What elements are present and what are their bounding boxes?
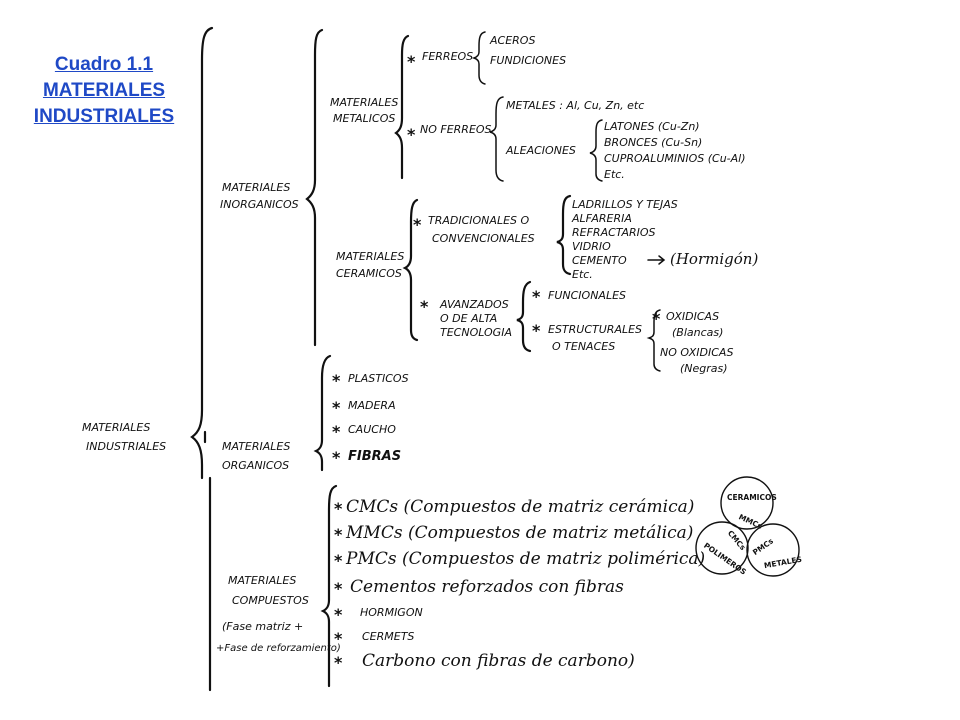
plasticos-label: PLASTICOS [348,372,409,385]
estructurales-brace [646,309,661,372]
latones-label: LATONES (Cu-Zn) [604,120,700,133]
bronces-label: BRONCES (Cu-Sn) [604,136,702,149]
asterisk: * [334,629,343,648]
asterisk: * [332,448,341,467]
asterisk: * [532,321,541,340]
caucho-label: CAUCHO [348,423,396,436]
oxidicas-label-1: OXIDICAS [666,310,719,323]
organicos-brace [313,354,332,472]
compuestos-label-4: +Fase de reforzamiento) [216,643,341,654]
cementos-reforzados-label: Cementos reforzados con fibras [350,577,624,597]
etc2-label: Etc. [572,268,593,281]
asterisk: * [532,287,541,306]
aceros-label: ACEROS [489,34,535,47]
pmcs-label: PMCs (Compuestos de matriz polimérica) [345,549,705,569]
asterisk: * [334,499,343,518]
compuestos-label-3: (Fase matriz + [222,620,303,633]
tradicionales-brace [556,194,572,276]
cmcs-label: CMCs (Compuestos de matriz cerámica) [346,497,694,517]
venn-pmcs-label: PMCs [751,536,775,557]
etc1-label: Etc. [604,168,625,181]
compuestos-label-1: MATERIALES [228,574,296,587]
hormigon-arrow-label: (Hormigón) [670,250,758,268]
no-ferreos-label: NO FERREOS [420,123,492,136]
asterisk: * [334,579,343,598]
asterisk: * [332,398,341,417]
oxidicas-label-2: (Blancas) [672,326,723,339]
arrow-icon [647,255,666,265]
inorganicos-label-2: INORGANICOS [220,198,299,211]
mmcs-label: MMCs (Compuestos de matriz metálica) [345,523,693,543]
title-link-materiales[interactable]: MATERIALES [42,80,166,101]
root-label-1: MATERIALES [82,421,150,434]
inorganicos-brace [305,28,324,347]
alfareria-label: ALFARERIA [571,212,632,225]
ferreos-label: FERREOS [422,50,473,63]
ceramicos-label-1: MATERIALES [336,250,404,263]
metalicos-label-2: METALICOS [333,112,395,125]
cemento-label: CEMENTO [572,254,627,267]
venn-cmcs-label: CMCs [726,529,748,553]
ladrillos-label: LADRILLOS Y TEJAS [572,198,678,211]
asterisk: * [332,371,341,390]
asterisk: * [407,125,416,144]
inorganicos-label-1: MATERIALES [222,181,290,194]
tradicionales-label-1: TRADICIONALES O [428,214,529,227]
page-title: Cuadro 1.1 MATERIALES INDUSTRIALES [20,52,188,130]
avanzados-label-2: O DE ALTA [440,312,497,325]
root-label-2: INDUSTRIALES [86,440,166,453]
aleaciones-brace [589,119,603,182]
asterisk: * [413,215,422,234]
metalicos-brace [394,34,410,180]
asterisk: * [420,297,429,316]
ceramicos-label-2: CERAMICOS [336,267,402,280]
compuestos-brace [320,484,338,688]
title-link-cuadro[interactable]: Cuadro 1.1 [54,54,154,75]
asterisk: * [332,422,341,441]
organicos-label-2: ORGANICOS [222,459,289,472]
madera-label: MADERA [348,399,396,412]
tradicionales-label-2: CONVENCIONALES [432,232,535,245]
asterisk: * [334,551,343,570]
asterisk: * [334,653,343,672]
organicos-label-1: MATERIALES [222,440,290,453]
venn-circle-polimeros [695,521,749,575]
venn-metales-label: METALES [763,555,802,571]
fundiciones-label: FUNDICIONES [490,54,566,67]
asterisk: * [334,605,343,624]
ferreos-brace [471,31,486,85]
avanzados-brace [516,280,532,353]
no-oxidicas-label-1: NO OXIDICAS [660,346,733,359]
estructurales-label-1: ESTRUCTURALES [548,323,642,336]
avanzados-label-1: AVANZADOS [439,298,509,311]
venn-circle-metales [746,523,800,577]
metalicos-label-1: MATERIALES [330,96,398,109]
root-brace [190,26,214,480]
hormigon-label: HORMIGON [360,606,423,619]
vidrio-label: VIDRIO [572,240,611,253]
venn-circle-ceramicos [720,476,774,530]
cuproal-label: CUPROALUMINIOS (Cu-Al) [604,152,746,165]
title-link-industriales[interactable]: INDUSTRIALES [33,106,175,127]
carbono-label: Carbono con fibras de carbono) [362,651,635,671]
ceramicos-brace [402,198,419,342]
no-oxidicas-label-2: (Negras) [680,362,728,375]
metales-label: METALES : Al, Cu, Zn, etc [506,99,644,112]
funcionales-label: FUNCIONALES [548,289,626,302]
no-ferreos-brace [489,96,504,182]
asterisk: * [334,525,343,544]
compuestos-label-2: COMPUESTOS [232,594,309,607]
avanzados-label-3: TECNOLOGIA [440,326,512,339]
cermets-label: CERMETS [362,630,414,643]
aleaciones-label: ALEACIONES [505,144,576,157]
refractarios-label: REFRACTARIOS [572,226,656,239]
asterisk: * [407,52,416,71]
asterisk: * [652,309,661,328]
estructurales-label-2: O TENACES [552,340,615,353]
fibras-label: FIBRAS [348,449,401,464]
venn-ceramicos-label: CERAMICOS [727,493,777,502]
